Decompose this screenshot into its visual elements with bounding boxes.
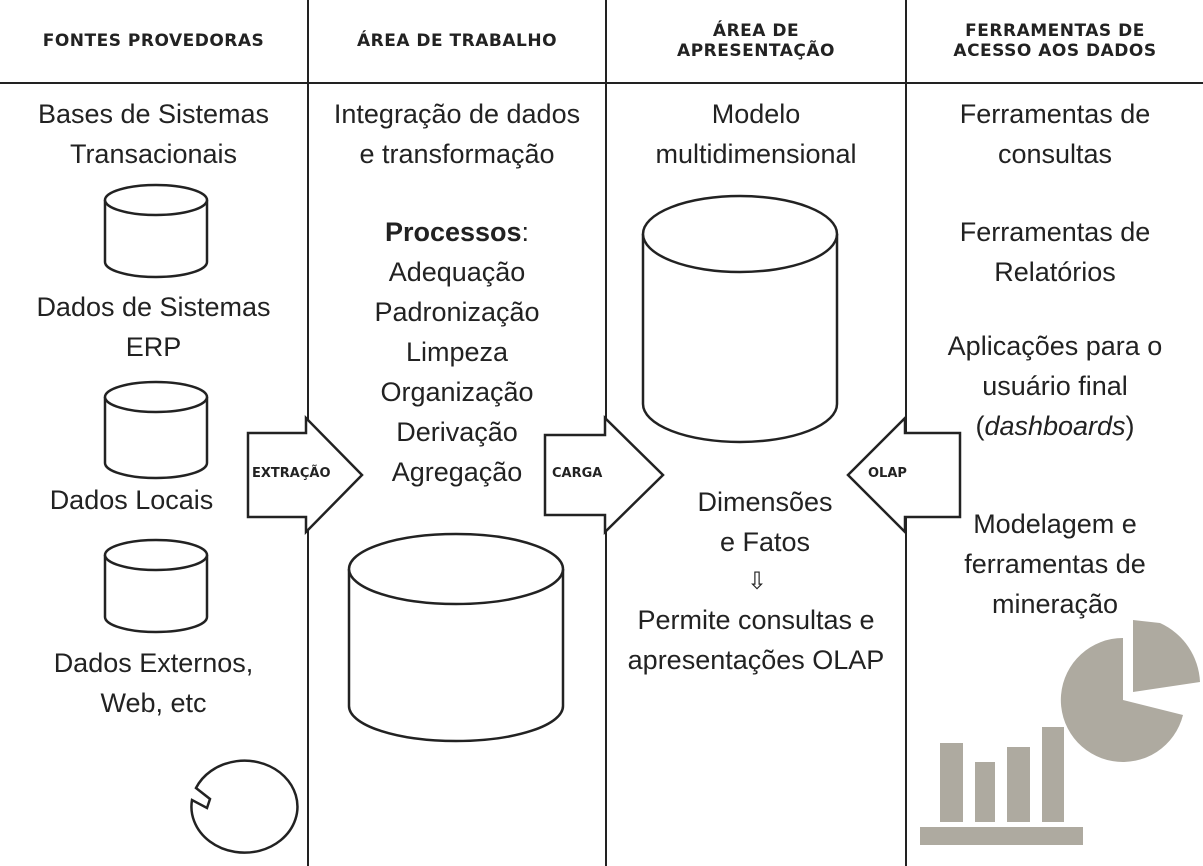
process-item: Limpeza <box>405 337 509 367</box>
column-fontes-provedoras: FONTES PROVEDORAS Bases de Sistemas Tran… <box>0 0 309 866</box>
tool-consultas: Ferramentas de consultas <box>959 99 1151 169</box>
process-heading: Processos: <box>309 212 605 252</box>
arrow-extracao-label: EXTRAÇÃO <box>252 466 331 481</box>
dashboards-label: dashboards <box>984 411 1126 441</box>
process-item: Agregação <box>391 457 523 487</box>
column-ferramentas: FERRAMENTAS DE ACESSO AOS DADOS Ferramen… <box>907 0 1203 866</box>
source-locais: Dados Locais <box>49 485 214 515</box>
column-header: ÁREA DE APRESENTAÇÃO <box>607 0 905 84</box>
tool-mineracao: Modelagem e ferramentas de mineração <box>964 509 1146 619</box>
tool-dashboards: (dashboards) <box>907 406 1203 446</box>
process-list: Adequação Padronização Limpeza Organizaç… <box>309 252 605 492</box>
paren-close: ) <box>1125 411 1135 441</box>
column-header: ÁREA DE TRABALHO <box>309 0 605 84</box>
down-arrow-icon: ⇩ <box>746 568 768 595</box>
tool-aplicacoes: Aplicações para o usuário final <box>947 331 1163 401</box>
source-erp: Dados de Sistemas ERP <box>36 292 271 362</box>
process-item: Padronização <box>374 297 540 327</box>
arrow-carga-label: CARGA <box>552 466 603 481</box>
dims-text: Dimensões e Fatos <box>697 487 833 557</box>
process-item: Organização <box>380 377 534 407</box>
olap-note: Permite consultas e apresentações OLAP <box>627 605 885 675</box>
tool-relatorios: Ferramentas de Relatórios <box>959 217 1151 287</box>
column-header: FONTES PROVEDORAS <box>0 0 307 84</box>
column-area-de-trabalho: ÁREA DE TRABALHO Integração de dados e t… <box>309 0 607 866</box>
column-header: FERRAMENTAS DE ACESSO AOS DADOS <box>907 0 1203 84</box>
source-transacionais: Bases de Sistemas Transacionais <box>37 99 270 169</box>
process-item: Adequação <box>388 257 526 287</box>
paren-open: ( <box>975 411 985 441</box>
column-area-de-apresentacao: ÁREA DE APRESENTAÇÃO Modelo multidimensi… <box>607 0 907 866</box>
integration-text: Integração de dados e transformação <box>333 99 581 169</box>
process-colon: : <box>521 217 530 247</box>
model-text: Modelo multidimensional <box>655 99 857 169</box>
process-item: Derivação <box>396 417 518 447</box>
arrow-olap-label: OLAP <box>868 466 907 481</box>
source-externos: Dados Externos, Web, etc <box>53 648 254 718</box>
process-title: Processos <box>384 217 522 247</box>
